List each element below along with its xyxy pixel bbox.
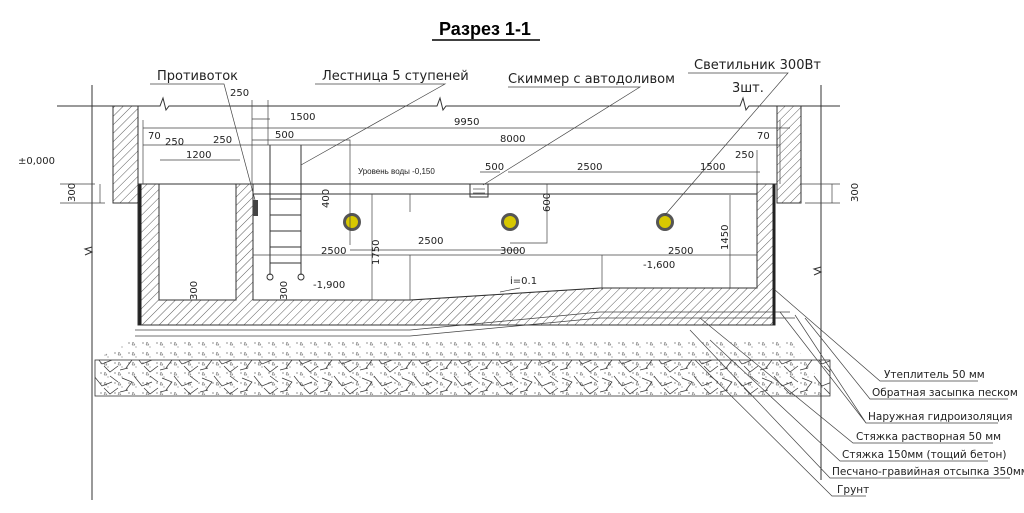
dim-250-left: 250 [165,137,184,148]
dim-500-ladder: 500 [275,130,294,141]
ground-surface [57,85,840,500]
callout-ladder: Лестница 5 ступеней [322,69,469,84]
layer-leaders [689,289,1010,497]
layer-label-insulation: Утеплитель 50 мм [884,369,985,381]
counterflow-nozzle-icon [253,200,258,216]
left-border-block [112,105,139,204]
dim-1450: 1450 [720,225,731,250]
dim-70-left: 70 [148,131,161,142]
dim-1750: 1750 [371,240,382,265]
layer-label-sand-backfill: Обратная засыпка песком [872,387,1018,399]
dim-1200: 1200 [186,150,211,161]
layer-label-gravel: Песчано-гравийная отсыпка 350мм [832,466,1024,478]
level-deep: -1,900 [313,280,345,291]
dim-8000: 8000 [500,134,525,145]
dim-400: 400 [321,189,332,208]
dim-1500-right: 1500 [700,162,725,173]
dim-3000: 3000 [500,246,525,257]
dim-300-pit1: 300 [189,281,200,300]
callout-leaders [150,72,789,216]
dim-9950: 9950 [454,117,479,128]
dim-300-right: 300 [850,183,861,202]
dim-2500-a: 2500 [321,246,346,257]
callout-skimmer: Скиммер с автодоливом [508,72,675,87]
dim-250-right: 250 [735,150,754,161]
dim-600: 600 [542,193,553,212]
lamp-icon [501,213,519,231]
dimension-lines [60,100,840,300]
pool-shell [137,183,777,326]
layer-label-mortar-screed: Стяжка растворная 50 мм [856,431,1001,443]
dim-70-right: 70 [757,131,770,142]
dim-2500-c: 2500 [668,246,693,257]
dim-250-mid: 250 [213,135,232,146]
drawing-title: Разрез 1-1 [439,19,531,39]
level-water: Уровень воды -0,150 [358,167,435,176]
slope-label: i=0.1 [510,276,537,287]
level-shallow: -1,600 [643,260,675,271]
skimmer-icon [469,183,489,198]
ladder [266,145,305,281]
dim-2500-b: 2500 [418,236,443,247]
dim-2500-top: 2500 [577,162,602,173]
dim-300-left: 300 [67,183,78,202]
lamp-icon [343,213,361,231]
dim-300-pit2: 300 [279,281,290,300]
lamp-icon [656,213,674,231]
dim-500-skimmer: 500 [485,162,504,173]
callout-lamp-qty: 3шт. [732,81,764,96]
layer-label-soil: Грунт [837,484,869,496]
level-zero: ±0,000 [18,156,55,167]
layer-label-waterproofing: Наружная гидроизоляция [868,411,1012,423]
callout-lamp: Светильник 300Вт [694,58,821,73]
slope-arrow-icon [499,287,521,293]
right-border-block [776,105,802,204]
dim-250-top: 250 [230,88,249,99]
callout-counterflow: Противоток [157,69,238,84]
layer-label-lean-concrete: Стяжка 150мм (тощий бетон) [842,449,1007,461]
dim-1500-top: 1500 [290,112,315,123]
